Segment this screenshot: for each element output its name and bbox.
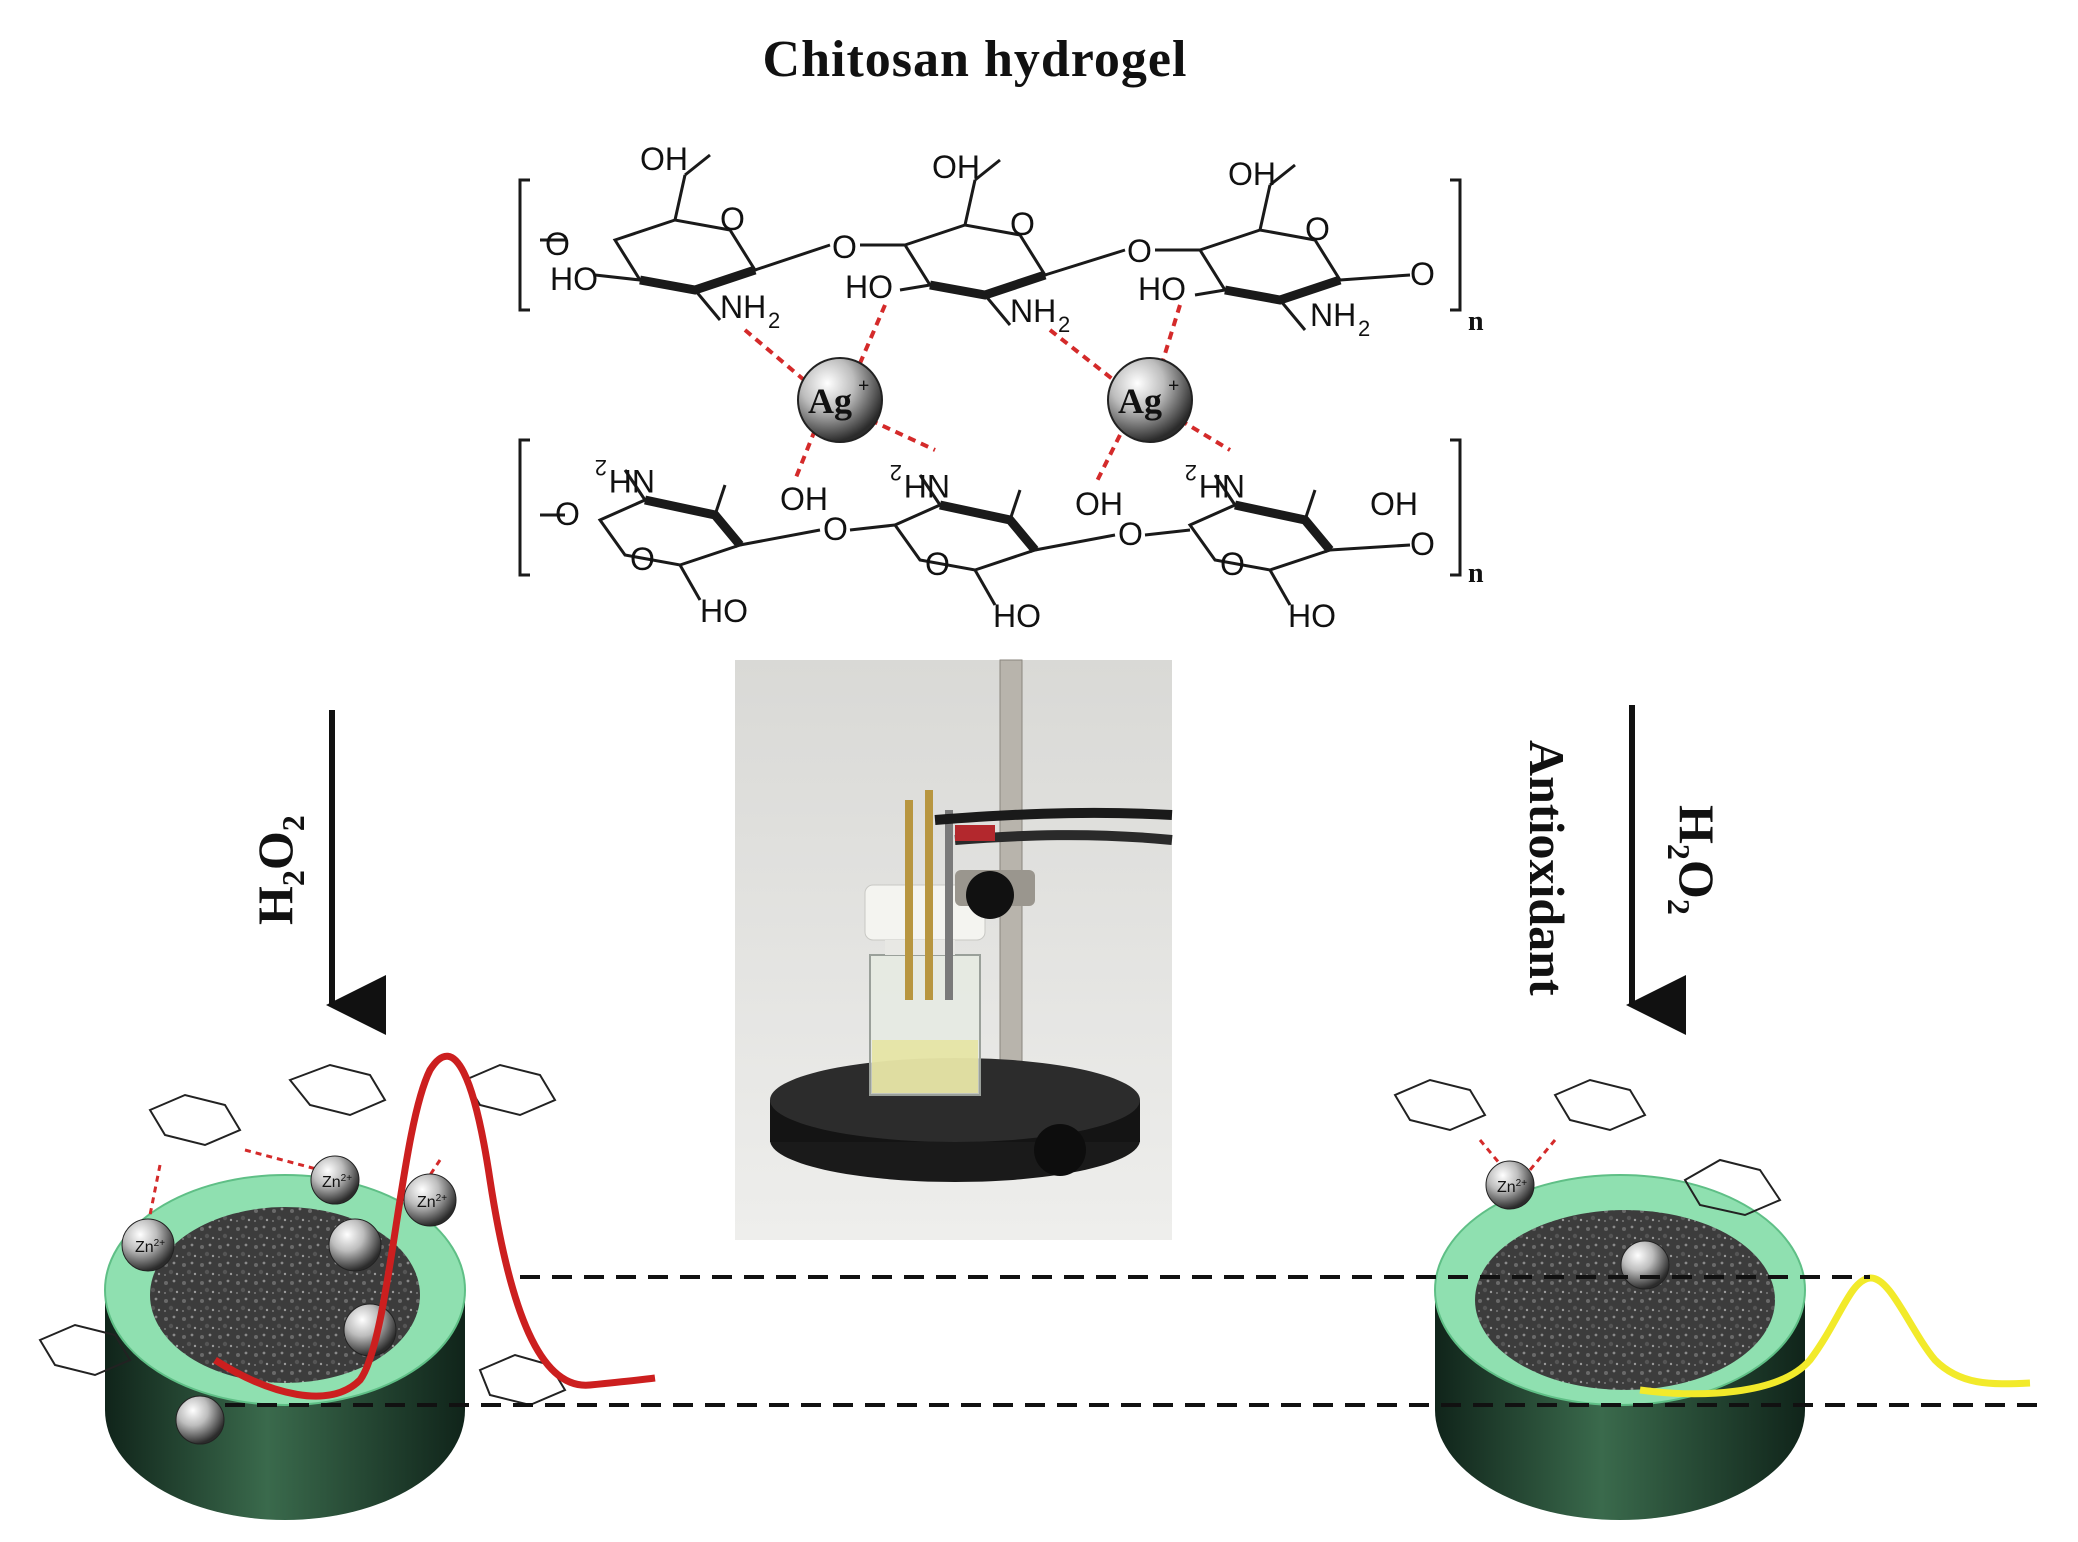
ho-label: HO bbox=[993, 598, 1041, 634]
svg-text:Zn2+: Zn2+ bbox=[135, 1238, 165, 1256]
zinc-ion: Zn2+ bbox=[310, 1155, 360, 1205]
link-oxygen-label: O bbox=[545, 226, 570, 262]
right-reagent-label: H2O2 bbox=[1661, 805, 1725, 915]
oh-label: OH bbox=[1075, 486, 1123, 522]
svg-text:Zn2+: Zn2+ bbox=[417, 1193, 447, 1211]
chitosan-chain-top bbox=[518, 153, 1462, 331]
oh-label: OH bbox=[1228, 156, 1276, 192]
svg-text:H2O2: H2O2 bbox=[1661, 805, 1725, 915]
svg-text:NH: NH bbox=[720, 289, 766, 325]
oh-label: OH bbox=[640, 141, 688, 177]
ho-label: HO bbox=[1288, 598, 1336, 634]
link-oxygen-label: O bbox=[555, 496, 580, 532]
svg-text:2: 2 bbox=[1185, 460, 1197, 485]
repeat-bracket-right bbox=[1450, 438, 1462, 577]
bottom-chain-labels: O O O O O O O OH OH OH HO HO HO NH2 NH2 … bbox=[555, 455, 1484, 634]
svg-text:2: 2 bbox=[890, 460, 902, 485]
ho-label: HO bbox=[550, 261, 598, 297]
svg-text:Zn2+: Zn2+ bbox=[322, 1173, 352, 1191]
svg-text:NH: NH bbox=[904, 468, 950, 504]
hydrogel-surface bbox=[1475, 1210, 1775, 1390]
link-oxygen-label: O bbox=[823, 511, 848, 547]
svg-text:NH: NH bbox=[1199, 468, 1245, 504]
ring-oxygen-label: O bbox=[925, 546, 950, 582]
svg-text:2: 2 bbox=[595, 455, 607, 480]
right-electrode: Zn2+ bbox=[1393, 1078, 1806, 1520]
svg-text:2: 2 bbox=[1058, 312, 1070, 337]
ho-label: HO bbox=[845, 269, 893, 305]
nh2-label: NH2 bbox=[595, 455, 655, 499]
zinc-ion: Zn2+ bbox=[403, 1173, 457, 1227]
svg-text:+: + bbox=[1168, 375, 1179, 397]
svg-text:Antioxidant: Antioxidant bbox=[1519, 740, 1575, 996]
oh-label: OH bbox=[780, 481, 828, 517]
peak-reference-lines bbox=[225, 1275, 2040, 1407]
svg-text:NH: NH bbox=[1310, 297, 1356, 333]
figure-title: Chitosan hydrogel bbox=[762, 31, 1188, 88]
left-current-peak bbox=[213, 1052, 656, 1400]
repeat-label: n bbox=[1468, 558, 1484, 589]
repeat-label: n bbox=[1468, 306, 1484, 337]
ho-label: HO bbox=[1138, 271, 1186, 307]
ring-oxygen-label: O bbox=[1220, 546, 1245, 582]
link-oxygen-label: O bbox=[832, 229, 857, 265]
link-oxygen-label: O bbox=[1410, 526, 1435, 562]
electrochemical-cell-photo bbox=[735, 659, 1173, 1240]
zinc-ion bbox=[175, 1395, 225, 1445]
antioxidant-label: Antioxidant bbox=[1519, 740, 1575, 996]
repeat-bracket-left bbox=[518, 438, 530, 577]
zinc-ion: Zn2+ bbox=[121, 1218, 175, 1272]
svg-text:NH: NH bbox=[1010, 293, 1056, 329]
link-oxygen-label: O bbox=[1127, 233, 1152, 269]
svg-text:H2O2: H2O2 bbox=[247, 815, 311, 925]
svg-text:2: 2 bbox=[1358, 316, 1370, 341]
svg-text:Ag: Ag bbox=[808, 381, 852, 421]
repeat-bracket-left bbox=[518, 178, 530, 312]
svg-text:Zn2+: Zn2+ bbox=[1497, 1178, 1527, 1196]
nh2-label: NH2 bbox=[1185, 460, 1245, 504]
nh2-label: NH2 bbox=[890, 460, 950, 504]
ho-label: HO bbox=[700, 593, 748, 629]
oh-label: OH bbox=[1370, 486, 1418, 522]
silver-ion: Ag + bbox=[1107, 357, 1193, 443]
ring-oxygen-label: O bbox=[720, 201, 745, 237]
chitosan-chain-bottom bbox=[518, 438, 1462, 606]
ring-oxygen-label: O bbox=[1305, 211, 1330, 247]
ring-oxygen-label: O bbox=[1010, 206, 1035, 242]
silver-ion: Ag + bbox=[797, 357, 883, 443]
svg-text:2: 2 bbox=[768, 308, 780, 333]
svg-text:NH: NH bbox=[609, 463, 655, 499]
left-electrode: Zn2+ Zn2+ Zn2+ bbox=[38, 1063, 567, 1520]
zinc-ion: Zn2+ bbox=[1485, 1160, 1535, 1210]
left-reagent-label: H2O2 bbox=[247, 815, 311, 925]
hydrogel-surface bbox=[150, 1207, 420, 1383]
svg-text:+: + bbox=[858, 375, 869, 397]
zinc-ion bbox=[328, 1218, 382, 1272]
link-oxygen-label: O bbox=[1118, 516, 1143, 552]
svg-text:Ag: Ag bbox=[1118, 381, 1162, 421]
zinc-ion bbox=[1620, 1240, 1670, 1290]
repeat-bracket-right bbox=[1450, 178, 1462, 312]
oh-label: OH bbox=[932, 149, 980, 185]
ring-oxygen-label: O bbox=[630, 541, 655, 577]
link-oxygen-label: O bbox=[1410, 256, 1435, 292]
